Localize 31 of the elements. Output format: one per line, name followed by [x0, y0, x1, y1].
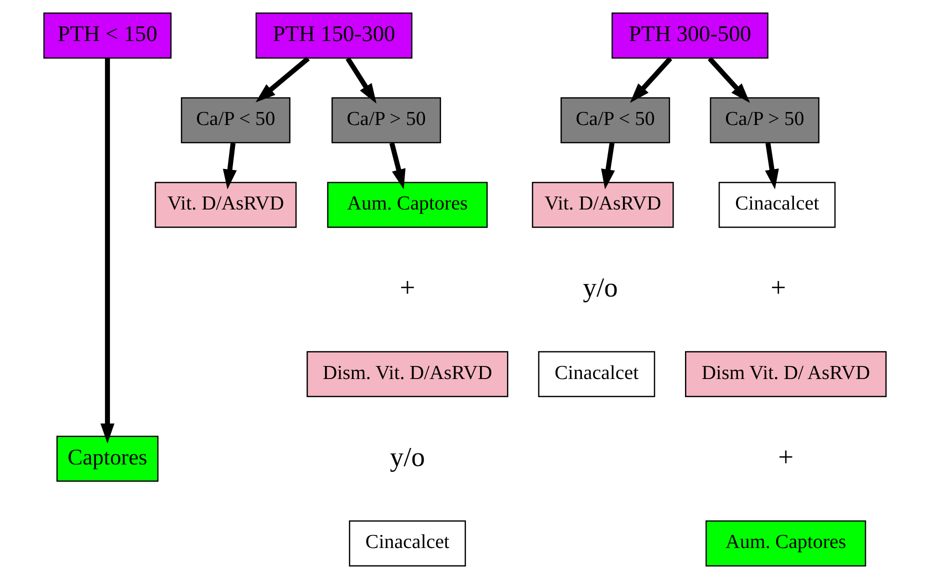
- node-box: Ca/P < 50: [180, 97, 290, 144]
- node-box: Cinacalcet: [538, 351, 655, 398]
- arrow: [222, 142, 236, 190]
- arrow: [100, 58, 114, 444]
- arrow: [600, 142, 614, 190]
- node-box: Vit. D/AsRVD: [154, 182, 296, 228]
- node-box: Ca/P > 50: [709, 97, 819, 144]
- arrow: [707, 56, 750, 103]
- label: +: [770, 272, 786, 302]
- node-box: PTH 150-300: [255, 12, 412, 59]
- arrow: [345, 57, 376, 104]
- node-box: Ca/P > 50: [331, 97, 441, 144]
- arrow: [629, 56, 672, 103]
- node-box: Dism. Vit. D/AsRVD: [306, 351, 508, 398]
- node-box: Cinacalcet: [348, 520, 466, 566]
- node-box: PTH 300-500: [611, 12, 768, 59]
- label: +: [399, 272, 415, 302]
- node-box: Aum. Captores: [326, 182, 488, 228]
- node-box: Ca/P < 50: [560, 97, 670, 144]
- arrow: [764, 142, 778, 190]
- node-box: Dism Vit. D/ AsRVD: [684, 351, 886, 398]
- node-box: Vit. D/AsRVD: [531, 182, 674, 228]
- node-box: Captores: [56, 436, 158, 482]
- arrow: [255, 56, 310, 102]
- node-box: Cinacalcet: [718, 182, 836, 228]
- label: +: [778, 442, 794, 472]
- node-box: Aum. Captores: [705, 520, 866, 566]
- label: y/o: [389, 442, 424, 472]
- arrow: [388, 142, 405, 190]
- label: y/o: [582, 272, 618, 302]
- node-box: PTH < 150: [42, 12, 172, 59]
